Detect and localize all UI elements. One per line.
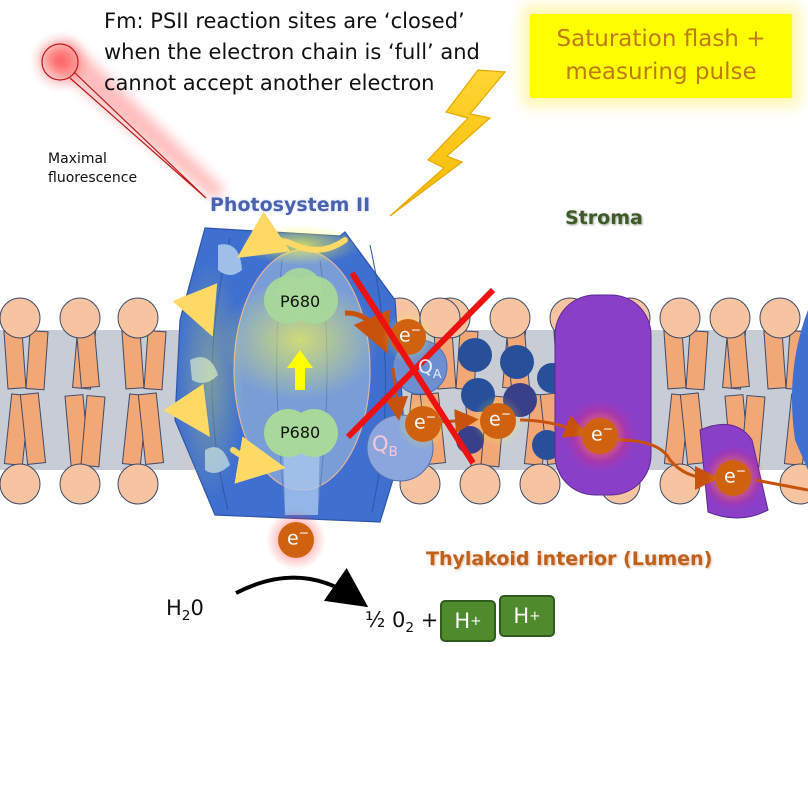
lipid-head — [117, 297, 159, 339]
electron-label: e− — [489, 407, 511, 430]
photosystem-ii-complex — [174, 225, 406, 523]
lipid-head — [117, 463, 159, 505]
fluorescence-line: Maximal — [48, 151, 107, 167]
lipid-tail — [137, 392, 165, 465]
electron-label: e− — [399, 323, 421, 346]
stroma-label: Stroma — [565, 207, 643, 229]
proton-h: H — [454, 609, 471, 633]
electron-label: e− — [724, 464, 746, 487]
lipid-tail — [25, 330, 49, 391]
caption-line: Fm: PSII reaction sites are ‘closed’ — [104, 9, 465, 33]
electron-label: e− — [287, 526, 309, 549]
caption-line: cannot accept another electron — [104, 71, 435, 95]
blocked-cross-icon — [345, 271, 496, 465]
lipid-tail — [3, 329, 27, 390]
qb-sub: B — [388, 444, 398, 461]
electron-symbol: e — [489, 408, 501, 431]
p680-lower — [264, 409, 338, 457]
maximal-fluorescence-label: Maximal fluorescence — [48, 150, 137, 188]
electron-icon — [715, 460, 751, 496]
oxygen-prefix: ½ 0 — [365, 608, 406, 632]
water-o: 0 — [190, 596, 204, 620]
electron-icon — [480, 403, 516, 439]
lipid-tail — [685, 330, 709, 391]
electron-charge: − — [500, 407, 512, 421]
proton-h: H — [513, 604, 530, 628]
lipid-tail — [663, 329, 687, 390]
water-sub: 2 — [181, 608, 191, 625]
electron-label: e− — [414, 410, 436, 433]
lipid-head — [0, 463, 41, 505]
electron-symbol: e — [591, 423, 603, 446]
caption-line: when the electron chain is ‘full’ and — [104, 40, 480, 64]
lipid-tail — [80, 394, 106, 468]
p680-upper — [264, 268, 338, 324]
excitation-arrow-icon — [287, 350, 313, 390]
lipid-head — [709, 297, 751, 339]
lumen-label: Thylakoid interior (Lumen) — [426, 548, 713, 570]
p680-lower-label: P680 — [280, 423, 321, 442]
proton-badge: H+ — [440, 600, 496, 642]
lipid-tail — [143, 330, 167, 391]
electron-symbol: e — [287, 527, 299, 550]
electron-charge: − — [602, 422, 614, 436]
photosystem-i-edge — [791, 310, 808, 470]
electron-label: e− — [591, 422, 613, 445]
lipid-tail — [763, 329, 787, 390]
water-formula: H20 — [166, 596, 204, 624]
lipid-tail — [679, 392, 707, 465]
qa-main: Q — [418, 356, 433, 378]
lipid-head — [489, 297, 531, 339]
electron-charge: − — [410, 323, 422, 337]
electron-icon — [405, 406, 441, 442]
fluorescence-beam — [32, 34, 225, 200]
qb-main: Q — [372, 432, 389, 456]
fluorescence-line: fluorescence — [48, 170, 138, 186]
proton-badge: H+ — [499, 595, 555, 637]
lipid-head — [759, 297, 801, 339]
electron-charge: − — [298, 526, 310, 540]
qa-label: QA — [418, 356, 441, 381]
lipid-head — [519, 463, 561, 505]
electron-symbol: e — [399, 324, 411, 347]
electron-icon — [278, 522, 314, 558]
lipid-tail — [121, 329, 145, 390]
electron-symbol: e — [724, 465, 736, 488]
flash-line: measuring pulse — [565, 59, 757, 85]
saturation-flash-box: Saturation flash + measuring pulse — [530, 14, 792, 98]
caption-text: Fm: PSII reaction sites are ‘closed’ whe… — [104, 6, 524, 99]
lipid-head — [59, 463, 101, 505]
electron-charge: − — [425, 410, 437, 424]
electron-symbol: e — [414, 411, 426, 434]
oxygen-formula: ½ 02 + — [365, 608, 438, 636]
lightning-bolt-icon — [389, 69, 507, 217]
proton-charge: + — [470, 613, 482, 629]
electron-charge: − — [735, 464, 747, 478]
lipid-head — [0, 297, 41, 339]
oxygen-sub: 2 — [405, 620, 415, 637]
qb-label: QB — [372, 432, 398, 460]
lipid-head — [59, 297, 101, 339]
lipid-head — [459, 463, 501, 505]
energy-transfer-arrows — [163, 211, 348, 484]
lipid-tail — [19, 392, 47, 465]
proton-charge: + — [529, 608, 541, 624]
plus-sign: + — [420, 608, 439, 632]
photosystem-ii-label: Photosystem II — [210, 194, 371, 216]
lipid-head — [659, 297, 701, 339]
p680-upper-label: P680 — [280, 292, 321, 311]
electron-icon — [582, 418, 618, 454]
flash-line: Saturation flash + — [556, 26, 766, 52]
water-h: H — [166, 596, 182, 620]
qa-sub: A — [432, 366, 442, 381]
water-splitting-arrow — [235, 567, 369, 608]
cytochrome-complex — [554, 294, 652, 496]
